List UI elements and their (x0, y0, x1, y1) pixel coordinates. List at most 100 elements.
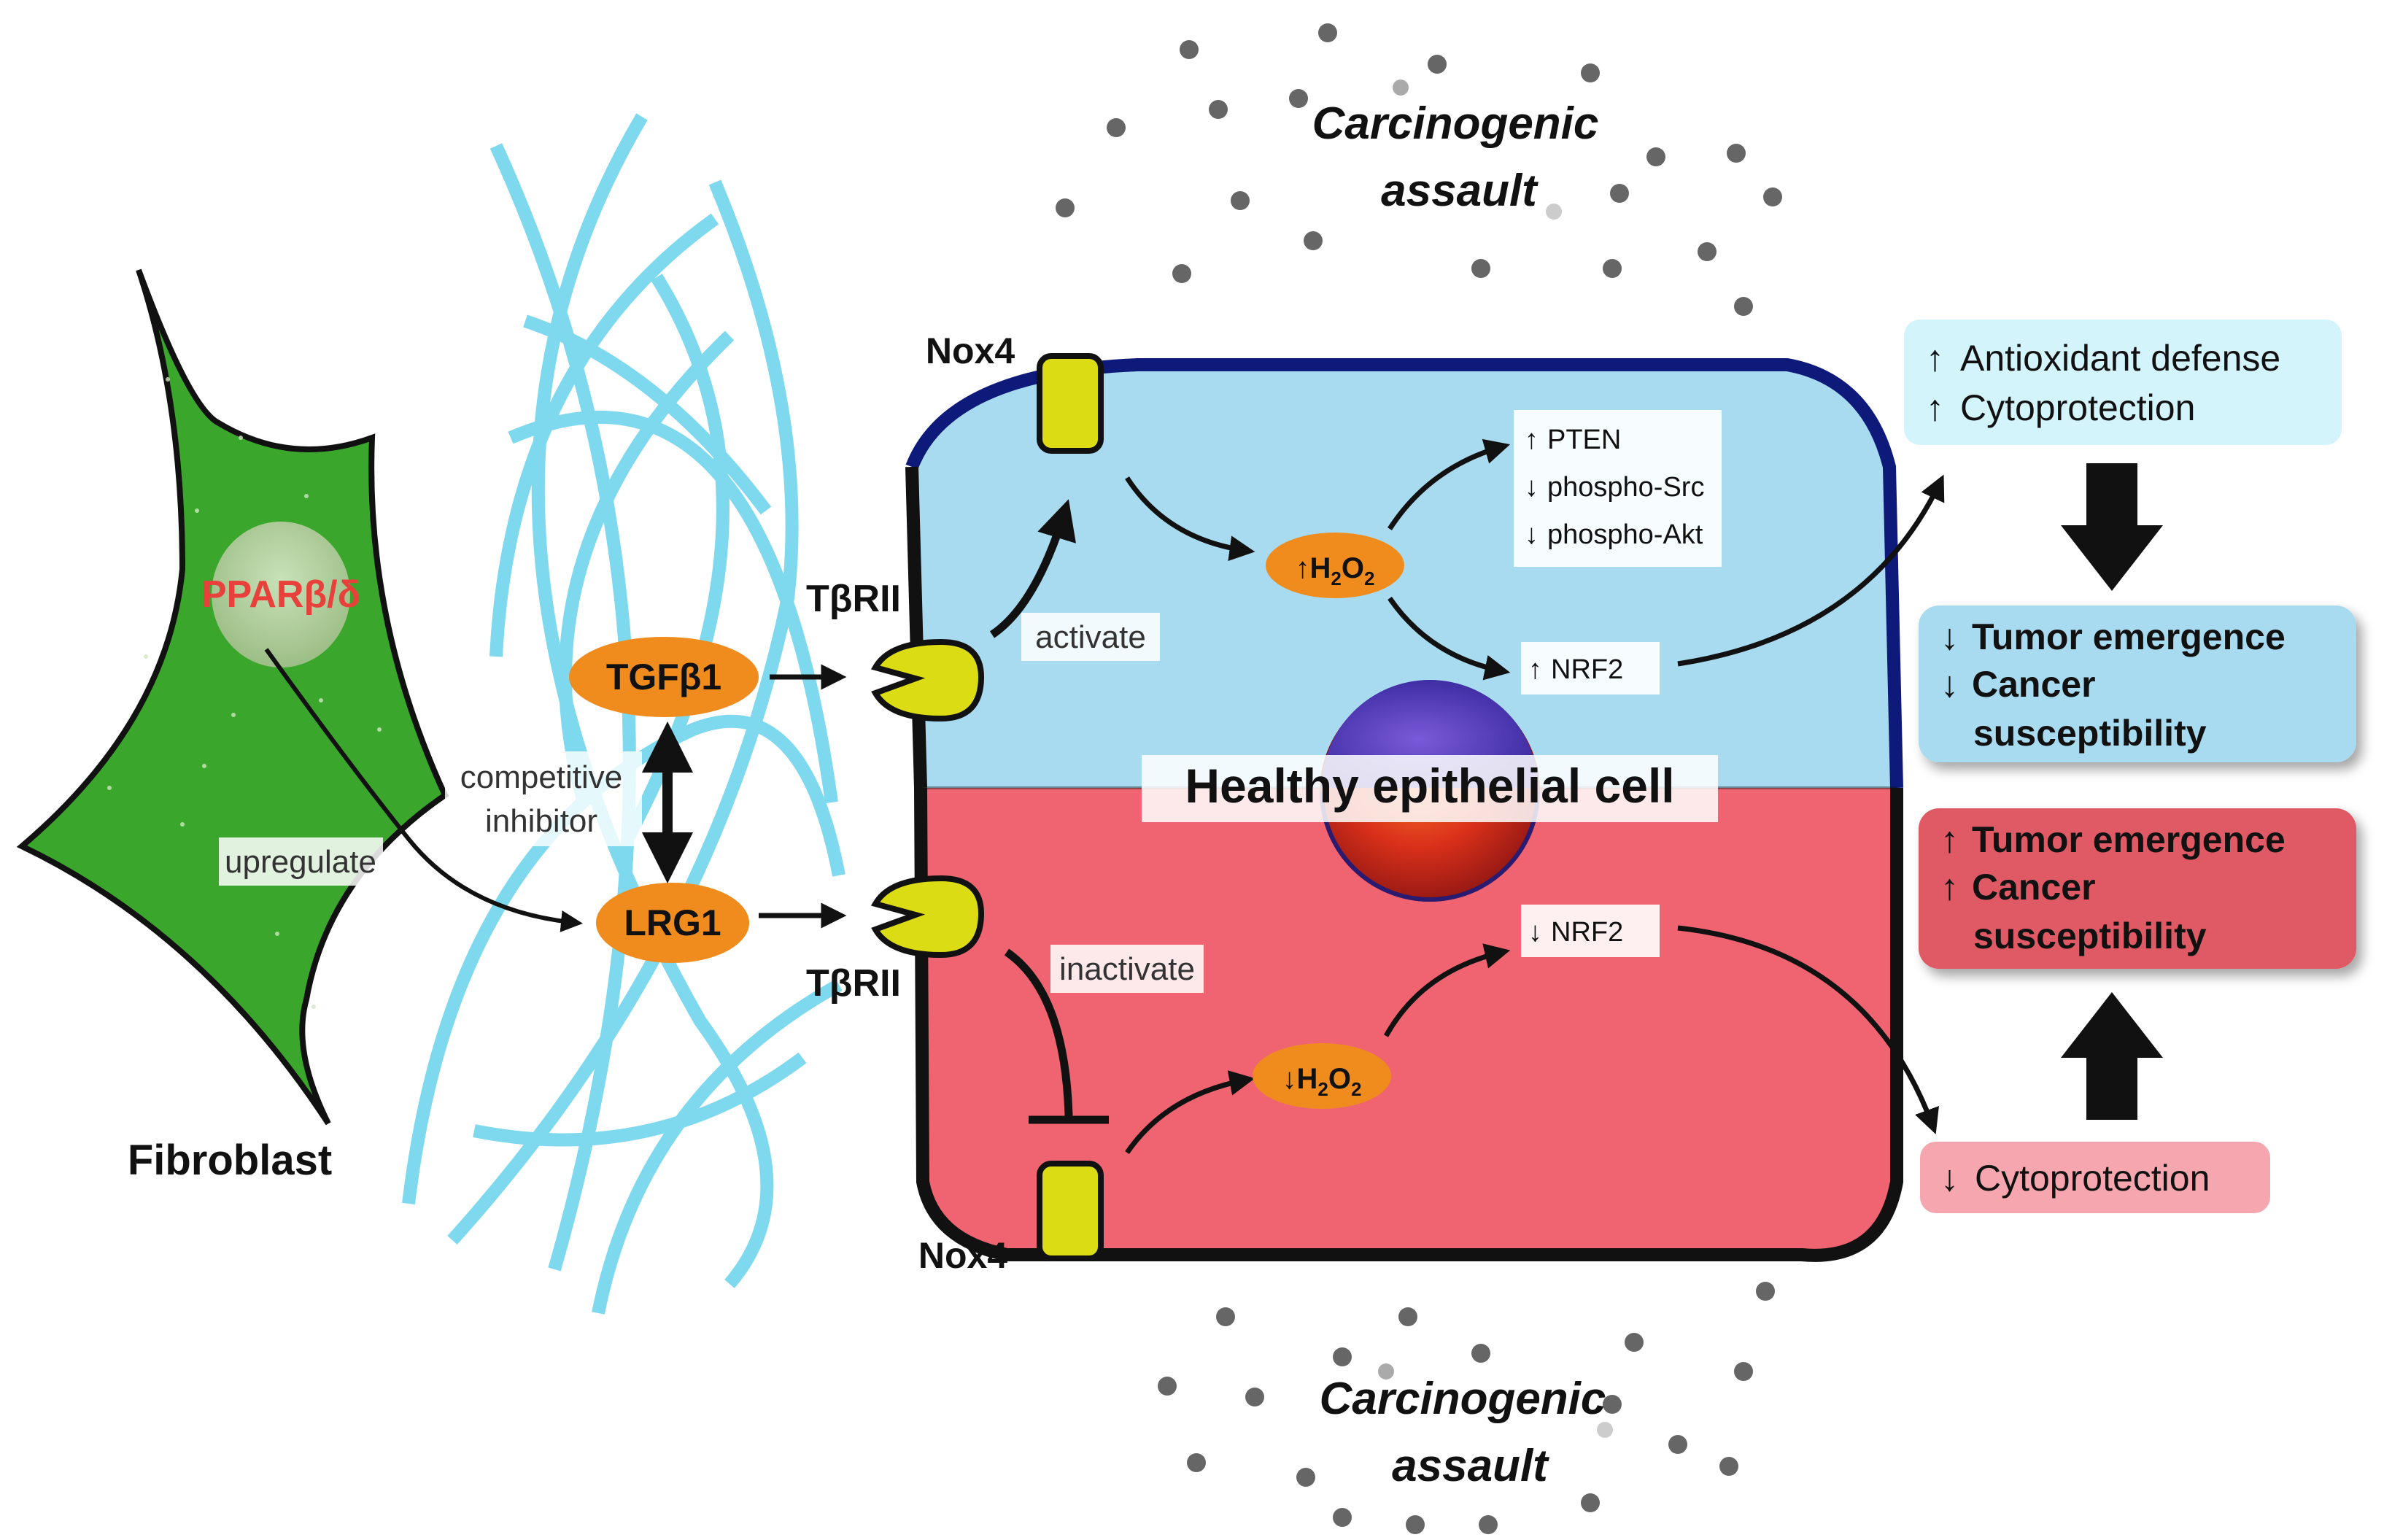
cancer-down-line1: Cancer (1972, 664, 2096, 705)
nrf2-up-label: NRF2 (1551, 654, 1623, 685)
cytoprotection-down-label: Cytoprotection (1975, 1158, 2210, 1199)
competitive-label-bg (445, 751, 642, 846)
svg-text:↑Antioxidant defense: ↑ Antioxidant defense (1926, 338, 2280, 379)
cancer-down-line2: susceptibility (1973, 713, 2207, 754)
nrf2-down-to-outcome-arrow (1677, 925, 1939, 1134)
receptor-bottom (870, 875, 985, 959)
pten-label: PTEN (1547, 425, 1621, 455)
h2o2-bottom-sub1: 2 (1317, 1078, 1328, 1100)
h2o2-top-sub1: 2 (1331, 568, 1341, 589)
h2o2-to-nrf2-up-arrow (1388, 597, 1511, 681)
svg-text:↓Cytoprotection: ↓ Cytoprotection (1940, 1158, 2210, 1199)
outcome-down-arrow (2061, 463, 2163, 591)
h2o2-top-sub2: 2 (1364, 568, 1374, 589)
nox4-top-label: Nox4 (926, 330, 1015, 371)
nox4-bottom (1037, 1161, 1104, 1261)
receptor-top-label: TβRII (806, 578, 901, 620)
h2o2-bottom-o: O (1328, 1063, 1351, 1095)
outcome-tumor-up-box (1919, 808, 2356, 969)
antioxidant-arrow: ↑ (1926, 338, 1944, 379)
tumor-down-arrow: ↓ (1940, 616, 1959, 657)
h2o2-top-arrow: ↑ (1296, 552, 1310, 584)
h2o2-bottom-h: H (1297, 1063, 1318, 1095)
inactivate-label-bg (1050, 945, 1204, 993)
carcinogenic-bottom-line1: Carcinogenic (1320, 1374, 1606, 1424)
upregulate-label-bg (219, 837, 383, 886)
nrf2-up-to-outcome-arrow (1677, 474, 1945, 667)
pten-arrow: ↑ (1525, 425, 1539, 455)
outcome-cytoprotection-down-box: ↓ Cytoprotection (1920, 1142, 2270, 1213)
antioxidant-label: Antioxidant defense (1960, 338, 2280, 379)
ecm-fibers (402, 113, 845, 1315)
h2o2-to-nrf2-down-arrow (1383, 943, 1511, 1037)
nrf2-down-box (1521, 905, 1660, 957)
h2o2-top-o: O (1342, 552, 1364, 584)
nox4-to-h2o2-top-arrow (1125, 476, 1255, 562)
nrf2-down-arrow: ↓ (1528, 917, 1542, 948)
nox4-top (1037, 353, 1104, 454)
upregulate-arrow (264, 648, 583, 932)
outcome-antioxidant-box: ↑ Antioxidant defense ↑Cytoprotection (1904, 320, 2342, 445)
carcinogen-particles-bottom (1158, 1282, 1775, 1534)
carcinogenic-top-line1: Carcinogenic (1312, 98, 1599, 149)
h2o2-to-pten-arrow (1388, 438, 1511, 530)
activate-label-bg (1021, 613, 1160, 661)
competitive-label-line2: inhibitor (485, 803, 597, 839)
nrf2-up-box (1521, 642, 1660, 694)
src-label: phospho-Src (1547, 472, 1704, 503)
nrf2-up-arrow: ↑ (1528, 654, 1542, 685)
lrg1-ligand: LRG1 (596, 883, 749, 963)
fibroblast-nucleus (212, 522, 350, 668)
signaling-box (1514, 410, 1722, 567)
svg-text:↓Tumor emergence: ↓ Tumor emergence (1940, 616, 2286, 657)
tgfb1-ligand: TGFβ1 (569, 637, 759, 717)
inactivate-label: inactivate (1059, 951, 1195, 987)
cancer-up-line1: Cancer (1972, 867, 2096, 908)
carcinogenic-top-line2: assault (1381, 166, 1539, 216)
h2o2-top-h: H (1310, 552, 1331, 584)
outcome-tumor-down-box (1919, 605, 2356, 762)
src-arrow: ↓ (1525, 472, 1539, 503)
receptor-top (870, 638, 985, 722)
carcinogen-particles-top (1056, 23, 1782, 316)
cell-title-bg (1142, 755, 1718, 822)
cancer-down-arrow: ↓ (1940, 664, 1959, 705)
svg-text:↓H2O2: ↓H2O2 (1282, 1063, 1362, 1100)
competitive-label-line1: competitive (460, 759, 623, 795)
cell-title: Healthy epithelial cell (1185, 759, 1674, 813)
akt-label: phospho-Akt (1547, 519, 1703, 550)
tumor-up-label: Tumor emergence (1972, 819, 2286, 860)
svg-text:↓phospho-Akt: ↓ phospho-Akt (1525, 519, 1703, 550)
nox4-bottom-label: Nox4 (918, 1235, 1007, 1276)
fibroblast-label: Fibroblast (128, 1137, 332, 1184)
tumor-up-arrow: ↑ (1940, 819, 1959, 860)
svg-text:↓phospho-Src: ↓ phospho-Src (1525, 472, 1704, 503)
svg-text:↑Cytoprotection: ↑Cytoprotection (1926, 387, 2195, 428)
lrg1-label: LRG1 (624, 902, 721, 943)
carcinogenic-bottom-line2: assault (1392, 1441, 1549, 1491)
svg-text:↑H2O2: ↑H2O2 (1296, 552, 1375, 589)
receptor-bottom-label: TβRII (806, 962, 901, 1005)
ppar-label: PPARβ/δ (201, 573, 360, 616)
activate-arrow (989, 499, 1076, 638)
upregulate-label: upregulate (225, 844, 376, 880)
cancer-up-arrow: ↑ (1940, 867, 1959, 908)
h2o2-bottom: ↓H2O2 (1253, 1043, 1391, 1109)
outcome-up-arrow (2061, 992, 2163, 1120)
h2o2-top: ↑H2O2 (1266, 533, 1404, 598)
nox4-to-h2o2-bottom-arrow (1125, 1070, 1255, 1154)
svg-text:↑Cancer: ↑ Cancer (1940, 867, 2096, 908)
fibroblast-cell: PPARβ/δ (16, 268, 449, 1126)
svg-text:↑NRF2: ↑ NRF2 (1528, 654, 1623, 685)
cancer-up-line2: susceptibility (1973, 916, 2207, 956)
cytoprotection-down-arrow: ↓ (1940, 1158, 1959, 1199)
tgfb1-label: TGFβ1 (606, 657, 721, 697)
nrf2-down-label: NRF2 (1551, 917, 1623, 948)
tumor-down-label: Tumor emergence (1972, 616, 2286, 657)
h2o2-bottom-arrow: ↓ (1282, 1063, 1297, 1095)
akt-arrow: ↓ (1525, 519, 1539, 550)
inactivate-arrow (1004, 948, 1073, 1117)
cytoprotection-up-label: Cytoprotection (1960, 387, 2195, 428)
svg-text:↑PTEN: ↑ PTEN (1525, 425, 1621, 455)
svg-text:↓Cancer: ↓ Cancer (1940, 664, 2096, 705)
